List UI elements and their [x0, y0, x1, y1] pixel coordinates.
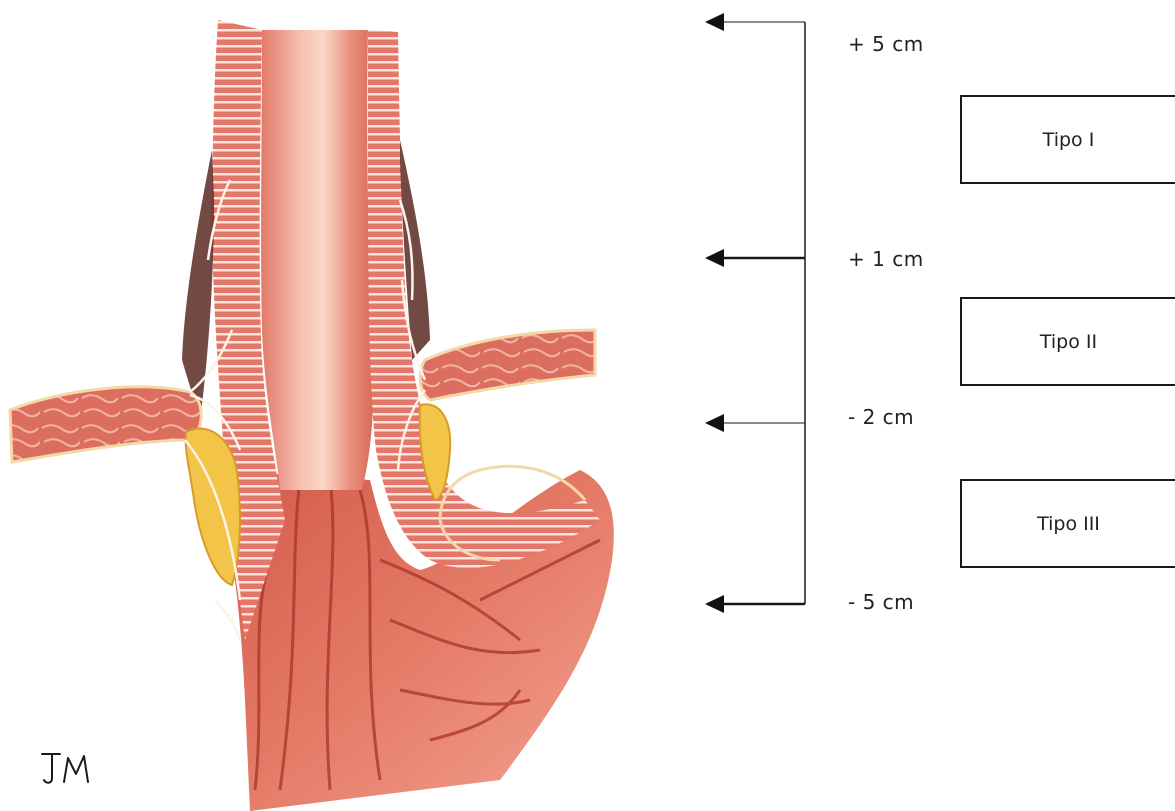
arrow-plus1: [705, 249, 805, 267]
type-box-1: Tipo I: [960, 95, 1175, 184]
level-label-minus5: - 5 cm: [848, 590, 914, 614]
level-label-minus2: - 2 cm: [848, 405, 914, 429]
arrow-plus5: [705, 13, 805, 31]
arrow-left-icon: [705, 595, 724, 613]
arrow-left-icon: [705, 414, 724, 432]
level-label-plus1: + 1 cm: [848, 247, 924, 271]
type-box-2: Tipo II: [960, 297, 1175, 386]
type-box-3: Tipo III: [960, 479, 1175, 568]
type-label-1: Tipo I: [1043, 129, 1095, 151]
arrow-minus5: [705, 595, 805, 613]
arrow-left-icon: [705, 13, 724, 31]
type-label-2: Tipo II: [1040, 331, 1097, 353]
type-label-3: Tipo III: [1037, 513, 1100, 535]
level-label-plus5: + 5 cm: [848, 32, 924, 56]
arrow-minus2: [705, 414, 805, 432]
arrow-left-icon: [705, 249, 724, 267]
